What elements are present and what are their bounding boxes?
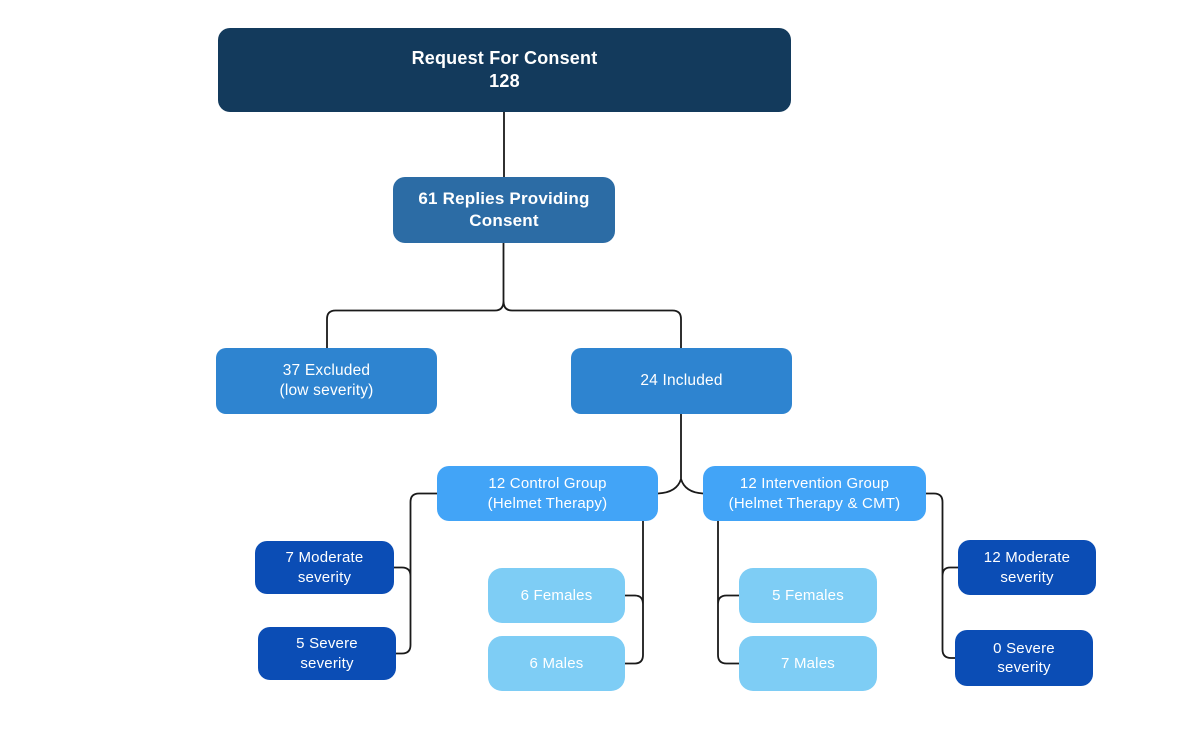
node-label: Consent (469, 211, 539, 230)
node-label: 7 Males (781, 654, 835, 672)
node-label: 24 Included (640, 371, 723, 389)
node-intervention-males: 7 Males (739, 636, 877, 691)
node-label: 12 Intervention Group (739, 475, 890, 492)
node-label: 5 Females (772, 586, 844, 604)
node-sublabel: severity (1000, 568, 1054, 586)
node-request-for-consent: Request For Consent 128 (218, 28, 791, 112)
node-control-severe-severity: 5 Severe severity (258, 627, 396, 680)
node-label: 6 Females (520, 586, 593, 604)
node-label: 0 Severe (993, 639, 1055, 657)
connector-intervention-gender-branch (717, 520, 740, 665)
node-label: 6 Males (529, 654, 584, 672)
node-label: 37 Excluded (282, 361, 371, 379)
node-sublabel: (low severity) (279, 382, 374, 399)
node-label: 12 Moderate (983, 549, 1071, 566)
connector-replies-split (326, 242, 682, 349)
connector-intervention-severity-branch (925, 492, 959, 659)
node-label: Request For Consent (411, 47, 598, 68)
node-intervention-moderate-severity: 12 Moderate severity (958, 540, 1096, 595)
node-control-moderate-severity: 7 Moderate severity (255, 541, 394, 594)
node-intervention-females: 5 Females (739, 568, 877, 623)
connector-control-gender-branch (624, 520, 644, 665)
node-sublabel: severity (300, 654, 354, 672)
node-control-females: 6 Females (488, 568, 625, 623)
node-sublabel: (Helmet Therapy & CMT) (728, 494, 901, 512)
node-sublabel: severity (297, 568, 352, 586)
connector-control-severity-branch (393, 492, 438, 655)
node-count: 128 (489, 71, 520, 91)
node-control-males: 6 Males (488, 636, 625, 691)
node-included: 24 Included (571, 348, 792, 414)
node-control-group: 12 Control Group (Helmet Therapy) (437, 466, 658, 521)
node-intervention-group: 12 Intervention Group (Helmet Therapy & … (703, 466, 926, 521)
node-intervention-severe-severity: 0 Severe severity (955, 630, 1093, 686)
node-label: 7 Moderate (285, 549, 364, 566)
node-label: 5 Severe (296, 635, 358, 652)
connector-included-split (657, 413, 704, 495)
node-label: 12 Control Group (488, 475, 607, 492)
node-replies-providing-consent: 61 Replies Providing Consent (393, 177, 615, 243)
node-label: 61 Replies Providing (418, 188, 590, 208)
node-sublabel: (Helmet Therapy) (487, 494, 608, 512)
node-excluded: 37 Excluded (low severity) (216, 348, 437, 414)
node-sublabel: severity (997, 659, 1051, 676)
